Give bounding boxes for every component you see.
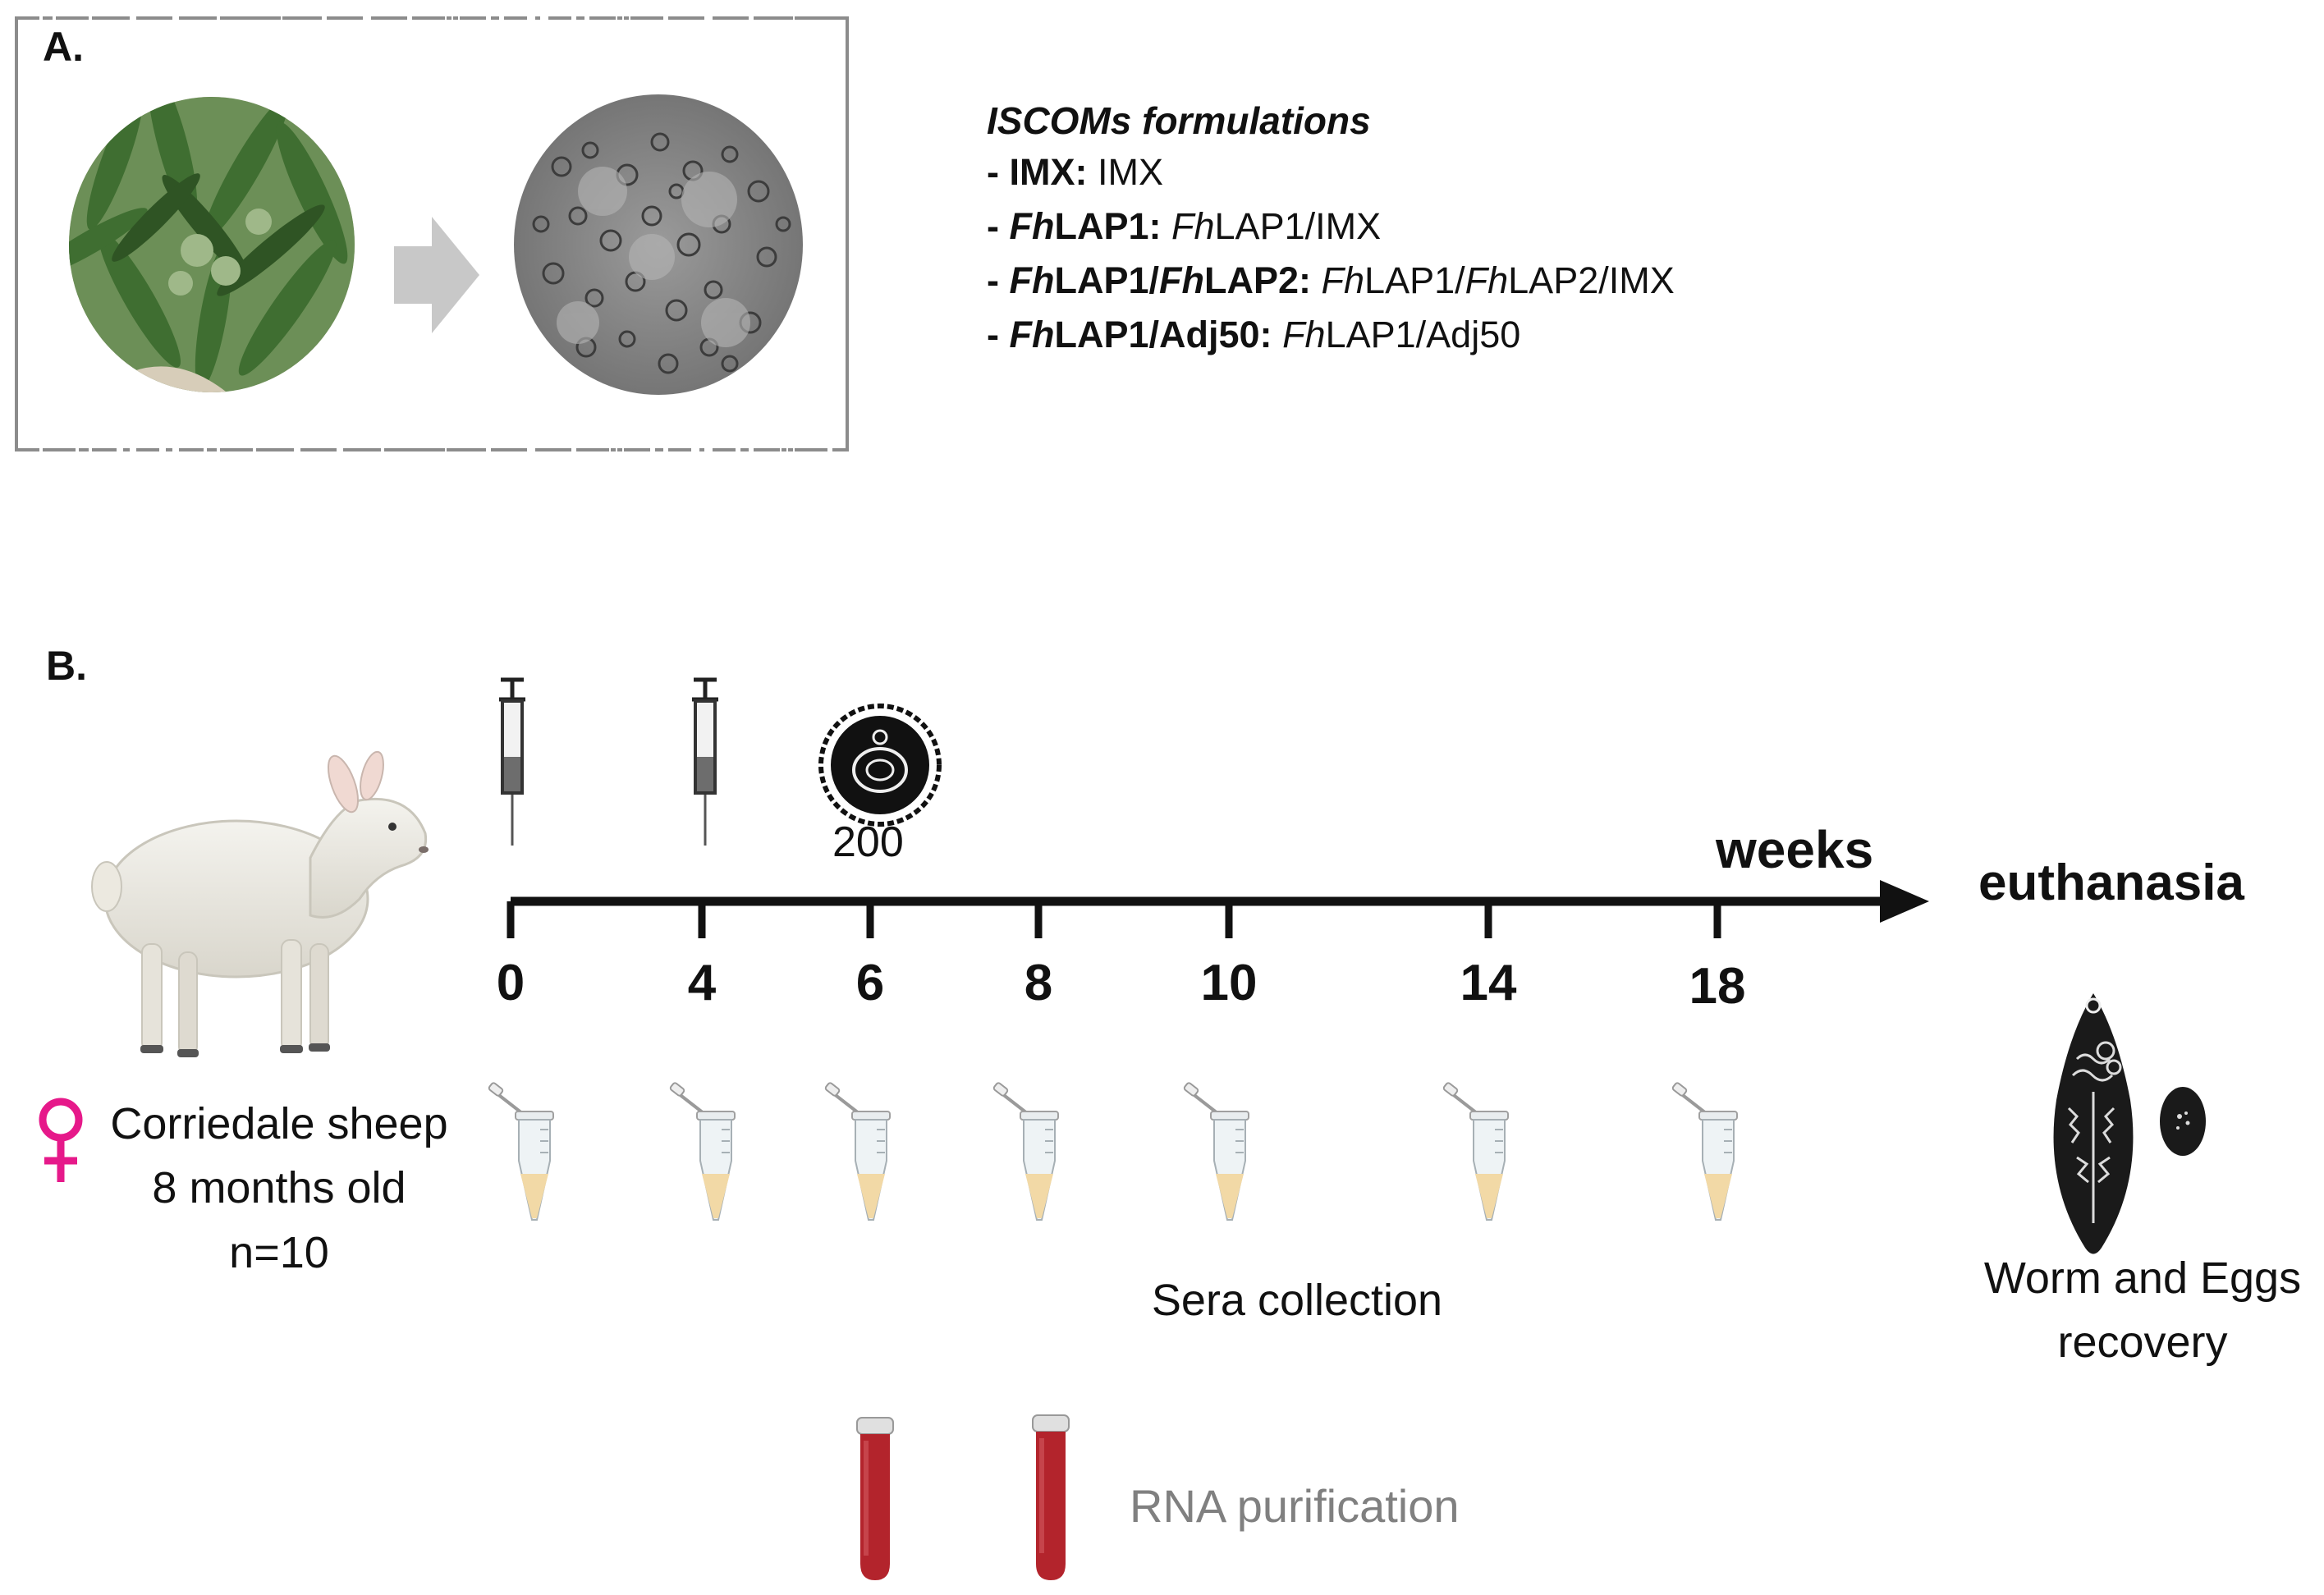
- formulation-description: LAP1/: [1364, 259, 1465, 301]
- weeks-label: weeks: [1716, 820, 1874, 879]
- formulation-name: LAP1:: [1054, 205, 1162, 247]
- timeline-tick-label: 8: [1024, 955, 1053, 1011]
- worm-recovery-line2: recovery: [2057, 1318, 2228, 1368]
- formulation-name: LAP1/: [1054, 259, 1160, 301]
- iscom-micrograph-icon: [514, 94, 803, 395]
- timeline-tick-label: 6: [855, 955, 885, 1011]
- sera-tube-icon: [824, 1082, 891, 1221]
- formulation-description: IMX: [1087, 151, 1164, 193]
- metacercariae-icon: [818, 704, 942, 827]
- panel-a-label: A.: [43, 24, 84, 70]
- sheep-description: Corriedale sheep 8 months old n=10: [82, 1092, 476, 1285]
- timeline-arrowhead: [1880, 880, 1929, 923]
- formulations-title: ISCOMs formulations: [987, 99, 1371, 142]
- syringe-icon-week-0: [499, 677, 525, 846]
- fluke-egg-icon: [2160, 1087, 2206, 1156]
- formulation-description: Fh: [1465, 259, 1509, 301]
- sheep-breed: Corriedale sheep: [110, 1099, 448, 1148]
- timeline-tick-label: 14: [1460, 955, 1517, 1011]
- formulation-name: LAP2:: [1204, 259, 1312, 301]
- formulations-items: - IMX: IMX- FhLAP1: FhLAP1/IMX- FhLAP1/F…: [987, 151, 1675, 356]
- euthanasia-label: euthanasia: [1978, 855, 2244, 911]
- formulation-description: LAP1/Adj50: [1325, 314, 1521, 355]
- eucalyptus-leaves-icon: [69, 97, 355, 392]
- sheep-count: n=10: [229, 1227, 329, 1277]
- blood-tube-icon-2: [1032, 1414, 1070, 1580]
- formulation-name: Fh: [1009, 205, 1055, 247]
- timeline-tick-label: 18: [1689, 958, 1746, 1015]
- iscom-formulations-list: ISCOMs formulations - IMX: IMX - FhLAP1: …: [987, 99, 1675, 368]
- formulation-name: LAP1/Adj50:: [1054, 314, 1272, 355]
- formulation-bullet: -: [987, 314, 1010, 355]
- challenge-dose-label: 200: [832, 818, 904, 866]
- panel-b-label: B.: [46, 643, 87, 689]
- formulation-item: - FhLAP1/FhLAP2: FhLAP1/FhLAP2/IMX: [987, 259, 1675, 302]
- rna-purification-label: RNA purification: [1130, 1480, 1460, 1532]
- lamb-icon: [91, 750, 429, 1057]
- sera-tube-icon: [488, 1082, 554, 1221]
- female-symbol-icon: [39, 1098, 83, 1182]
- formulation-bullet: -: [987, 259, 1010, 301]
- liver-fluke-icon: [2053, 993, 2134, 1254]
- worm-eggs-recovery-label: Worm and Eggs recovery: [1954, 1246, 2324, 1375]
- sera-tube-icon: [669, 1082, 736, 1221]
- sera-tube-icon: [1442, 1082, 1509, 1221]
- process-arrow-icon: [394, 217, 479, 333]
- sera-tube-icon: [1671, 1082, 1738, 1221]
- sheep-age: 8 months old: [152, 1163, 406, 1213]
- formulation-name: Fh: [1009, 259, 1055, 301]
- formulation-name: Fh: [1009, 314, 1055, 355]
- formulation-description: Fh: [1321, 259, 1365, 301]
- formulation-bullet: -: [987, 205, 1010, 247]
- timeline-tick-label: 4: [687, 955, 717, 1011]
- syringe-icon-week-4: [692, 677, 718, 846]
- sera-tube-icon: [992, 1082, 1059, 1221]
- formulation-description: LAP2/IMX: [1508, 259, 1675, 301]
- formulation-name: IMX:: [1009, 151, 1088, 193]
- formulation-item: - FhLAP1/Adj50: FhLAP1/Adj50: [987, 314, 1675, 356]
- sera-tube-icon: [1183, 1082, 1249, 1221]
- timeline-tick-label: 10: [1200, 955, 1258, 1011]
- formulation-description: LAP1/IMX: [1214, 205, 1382, 247]
- timeline-tick-label: 0: [496, 955, 525, 1011]
- blood-tube-icon-1: [856, 1417, 894, 1580]
- formulation-description: Fh: [1171, 205, 1215, 247]
- worm-recovery-line1: Worm and Eggs: [1983, 1254, 2302, 1303]
- sera-collection-label: Sera collection: [1151, 1276, 1443, 1325]
- formulation-item: - FhLAP1: FhLAP1/IMX: [987, 205, 1675, 248]
- formulation-description: Fh: [1282, 314, 1326, 355]
- formulation-item: - IMX: IMX: [987, 151, 1675, 194]
- formulation-name: Fh: [1159, 259, 1204, 301]
- panel-a-dashdot-border: [15, 16, 849, 451]
- formulation-bullet: -: [987, 151, 1010, 193]
